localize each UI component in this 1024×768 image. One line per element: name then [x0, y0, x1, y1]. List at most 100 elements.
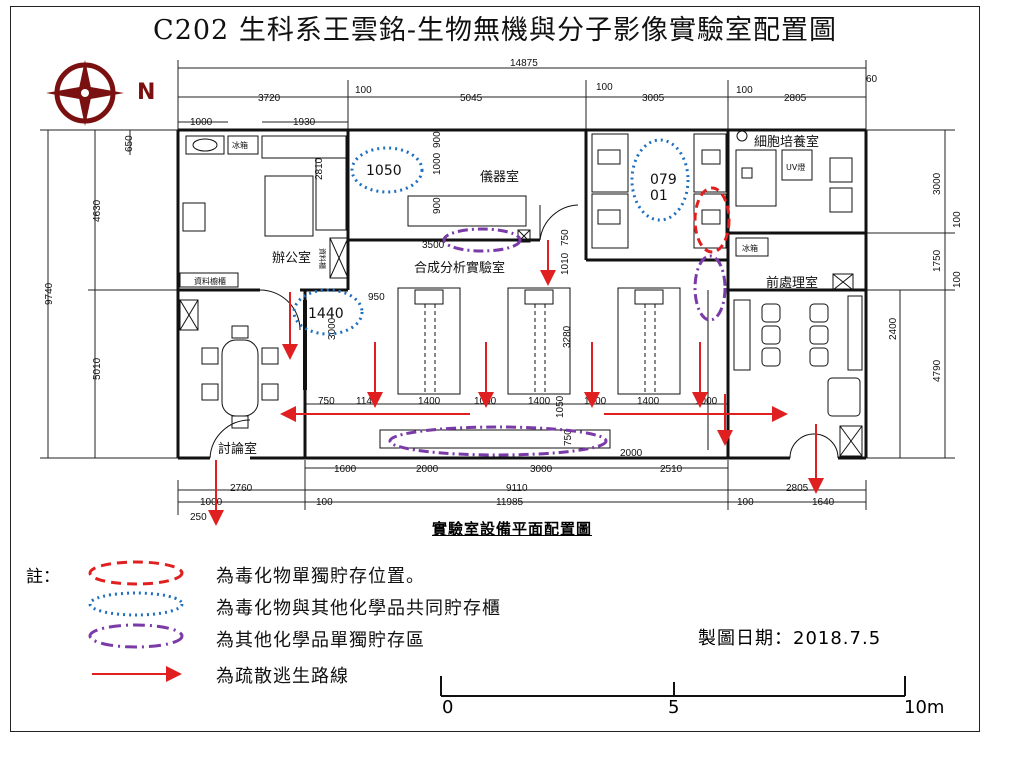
- legend-note-label: 註：: [26, 567, 60, 587]
- storage-label-1050: 1050: [366, 163, 402, 179]
- room-label-synthesis: 合成分析實驗室: [414, 260, 505, 276]
- dim-text: 1750: [932, 249, 943, 272]
- dim-text: 100: [355, 85, 372, 96]
- compass-icon: [46, 60, 124, 126]
- office-furniture: [179, 135, 349, 429]
- dim-text: 900: [432, 131, 443, 148]
- room-label-cell-culture: 細胞培養室: [754, 134, 819, 150]
- fridge-label: 冰箱: [742, 243, 758, 253]
- dim-text: 2805: [784, 93, 807, 104]
- dim-text: 950: [368, 292, 385, 303]
- purple-storage-marker: [693, 254, 727, 322]
- instrument-room-furniture: [407, 195, 531, 243]
- scale-bar: [440, 676, 906, 697]
- room-label-office: 辦公室: [272, 250, 311, 266]
- legend-blue-dotted-icon: [88, 591, 184, 617]
- dim-text: 650: [124, 135, 135, 152]
- cell-culture-furniture: [591, 130, 854, 291]
- dim-text: 5045: [460, 93, 483, 104]
- equipment-labels: 冰箱 冰箱 資料櫥櫃 資料櫃 UV燈: [194, 140, 805, 286]
- dim-text: 750: [560, 229, 571, 246]
- dimension-lines: [40, 60, 955, 515]
- red-storage-marker: [693, 186, 731, 254]
- data-shelf-label: 資料櫃: [318, 248, 327, 269]
- dim-text: 2000: [620, 448, 643, 459]
- dimension-labels: 14875 3720 100 5045 100 3005 100 2805 60…: [44, 58, 963, 523]
- legend-red-dashed-icon: [88, 560, 184, 586]
- dim-text: 1000: [190, 117, 213, 128]
- preprocessing-furniture: [733, 295, 863, 457]
- dim-text: 3000: [530, 464, 553, 475]
- dim-text: 250: [190, 512, 207, 523]
- evacuation-arrows: [208, 240, 824, 526]
- dim-text: 9110: [506, 483, 528, 494]
- dim-text: 1400: [528, 396, 551, 407]
- doors: [209, 204, 839, 459]
- walls: [176, 128, 868, 460]
- room-label-discussion: 討論室: [218, 441, 257, 457]
- purple-storage-marker: [442, 227, 522, 253]
- dim-text: 3720: [258, 93, 281, 104]
- dim-text: 11985: [496, 497, 524, 508]
- dim-text: 1930: [293, 117, 316, 128]
- dim-text: 3000: [932, 172, 943, 195]
- dim-text: 2760: [230, 483, 253, 494]
- dim-text: 100: [952, 271, 963, 288]
- dim-text: 3000: [327, 317, 338, 340]
- dim-text: 14875: [510, 58, 538, 69]
- dim-text: 900: [432, 197, 443, 214]
- blue-storage-marker: [292, 288, 364, 336]
- fridge-label: 冰箱: [232, 140, 248, 150]
- scale-label-0: 0: [442, 697, 454, 718]
- dim-text: 1000: [695, 396, 718, 407]
- dim-text: 100: [316, 497, 333, 508]
- dim-text: 3280: [562, 325, 573, 348]
- dim-text: 1000: [584, 396, 607, 407]
- dim-text: 3005: [642, 93, 665, 104]
- dim-text: 2810: [314, 157, 325, 180]
- room-label-preprocessing: 前處理室: [766, 275, 818, 291]
- lab-benches: [303, 287, 709, 450]
- legend-purple-dashdot-icon: [88, 623, 184, 649]
- storage-label-1440: 1440: [308, 306, 344, 322]
- dim-text: 100: [596, 82, 613, 93]
- uv-lamp-label: UV燈: [786, 162, 805, 172]
- plan-caption: 實驗室設備平面配置圖: [432, 520, 593, 538]
- dim-text: 3500: [422, 240, 445, 251]
- scale-label-10m: 10m: [904, 697, 945, 718]
- dim-text: 5010: [92, 357, 103, 380]
- purple-storage-marker: [388, 425, 608, 457]
- dim-text: 1640: [812, 497, 835, 508]
- dim-text: 2805: [786, 483, 809, 494]
- blue-storage-marker: [350, 146, 424, 194]
- legend-item-blue: 為毒化物與其他化學品共同貯存櫃: [216, 598, 501, 619]
- dim-text: 1000: [200, 497, 223, 508]
- dim-text: 100: [737, 497, 754, 508]
- storage-markers: [292, 138, 731, 457]
- drawn-date: 製圖日期：2018.7.5: [698, 628, 882, 649]
- page-title: C202 生科系王雲銘-生物無機與分子影像實驗室配置圖: [153, 15, 837, 46]
- dim-text: 2400: [888, 317, 899, 340]
- dim-text: 4630: [92, 199, 103, 222]
- dim-text: 100: [736, 85, 753, 96]
- dim-text: 2510: [660, 464, 683, 475]
- dim-text: 750: [563, 429, 574, 446]
- compass-north-label: N: [137, 80, 156, 105]
- page-frame: [10, 6, 980, 732]
- data-cabinet-label: 資料櫥櫃: [194, 276, 226, 286]
- dim-text: 1600: [334, 464, 357, 475]
- room-labels: 辦公室 儀器室 合成分析實驗室 細胞培養室 前處理室 討論室: [218, 134, 819, 457]
- dim-text: 1010: [560, 252, 571, 275]
- legend-item-red: 為毒化物單獨貯存位置。: [216, 566, 425, 587]
- dim-text: 1140: [356, 396, 378, 407]
- dim-text: 1400: [637, 396, 660, 407]
- legend-item-arrow: 為疏散逃生路線: [216, 666, 349, 687]
- dim-text: 1400: [418, 396, 441, 407]
- scale-label-5: 5: [668, 697, 680, 718]
- dim-text: 4790: [932, 359, 943, 382]
- dim-text: 60: [866, 74, 878, 85]
- blue-storage-marker: [630, 138, 690, 222]
